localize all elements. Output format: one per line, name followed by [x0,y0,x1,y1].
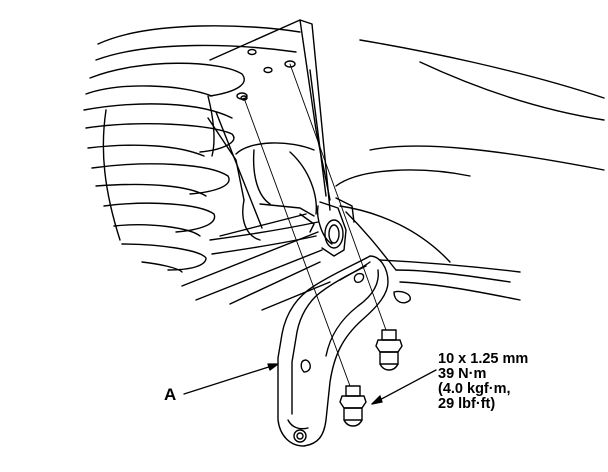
torque-lbfft-text: 29 lbf·ft) [438,396,496,412]
callout-label-a: A [164,385,177,404]
mounting-bolts [339,329,403,427]
alignment-lines [243,63,387,387]
leader-lines [183,363,437,405]
torque-spec-label: 10 x 1.25 mm 39 N·m (4.0 kgf·m, 29 lbf·f… [438,352,528,412]
strut-assembly [181,19,331,311]
bracket-a [277,255,389,447]
torque-nm-text: 39 N·m [438,366,487,382]
vehicle-body [335,39,605,304]
steering-knuckle [316,197,355,257]
bolt-size-text: 10 x 1.25 mm [438,351,529,367]
torque-kgfm-text: (4.0 kgf·m, [438,381,511,397]
coil-spring [83,25,301,273]
